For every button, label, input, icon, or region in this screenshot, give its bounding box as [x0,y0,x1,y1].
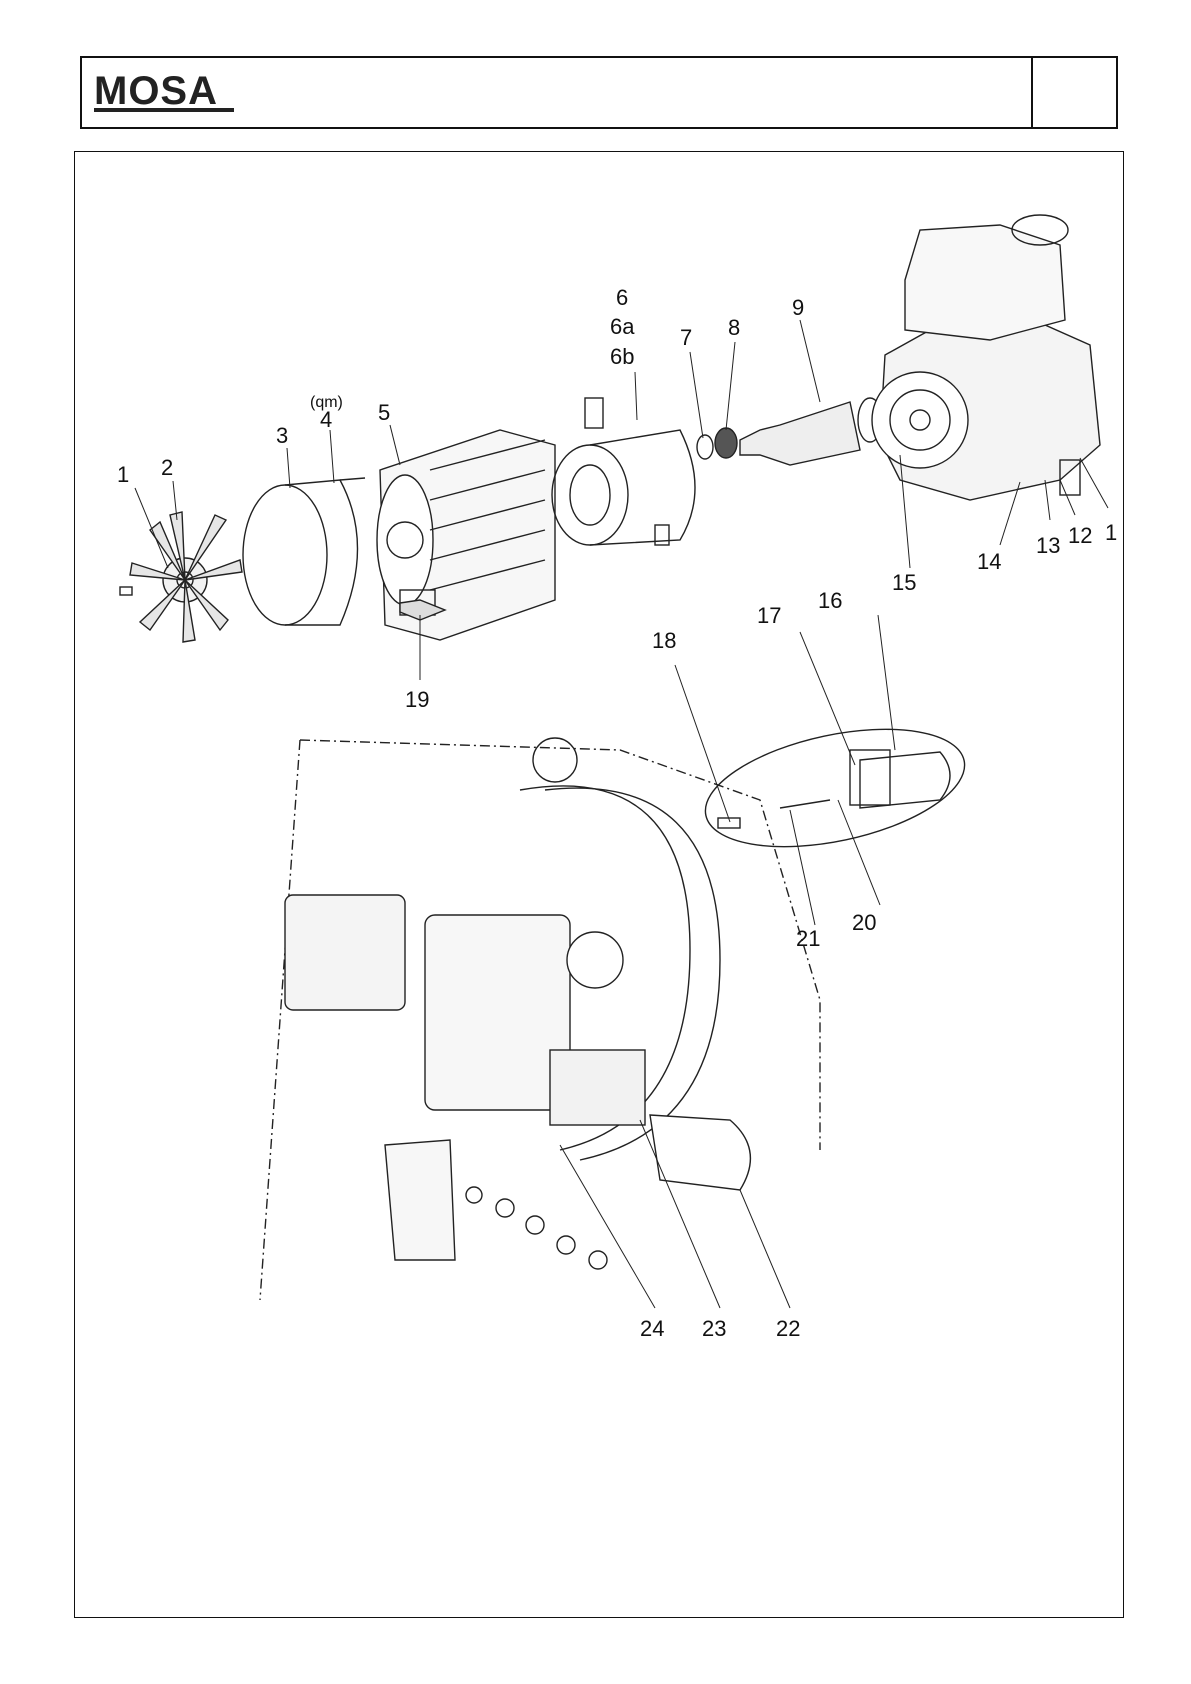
callout-20: 20 [852,910,876,935]
callout-6b: 6b [610,344,634,369]
rotor-drawing [739,397,883,466]
callout-19: 19 [405,687,429,712]
engine-detail-drawing [259,737,821,1301]
logo-text: MOSA [94,69,218,113]
callout-14: 14 [977,549,1001,574]
callout-4: 4 [320,407,332,432]
callout-2: 2 [161,455,173,480]
fan-drawing [119,511,243,643]
callout-7: 7 [680,325,692,350]
callout-6a: 6a [610,314,635,339]
callout-16: 16 [818,588,842,613]
page-header: MOSA [80,56,1118,129]
callout-12: 12 [1068,523,1092,548]
callout-24: 24 [640,1316,664,1341]
callout-1: 1 [117,462,129,487]
bracket-drawing [399,599,447,621]
callout-23: 23 [702,1316,726,1341]
mosa-logo: MOSA [92,64,242,119]
callout-13: 13 [1036,533,1060,558]
callout-8: 8 [728,315,740,340]
leader-lines [134,319,1109,1309]
bearing-drawing [696,427,738,460]
callout-18: 18 [652,628,676,653]
callout-1-engine: 1 [1105,520,1117,545]
callout-labels: 1 2 3 4 (qm) 5 6 6a 6b 7 8 9 1 12 13 14 … [117,285,1117,1341]
engine-drawing [871,214,1101,501]
callout-5: 5 [378,400,390,425]
callout-17: 17 [757,603,781,628]
solenoid-detail-drawing [704,728,966,848]
callout-15: 15 [892,570,916,595]
callout-9: 9 [792,295,804,320]
callout-3: 3 [276,423,288,448]
diagram-frame [74,151,1124,1618]
page-number-cell [1031,58,1116,127]
callout-21: 21 [796,926,820,951]
callout-6: 6 [616,285,628,310]
callout-22: 22 [776,1316,800,1341]
alternator-housing-drawing [551,397,696,546]
cover-ring-drawing [242,477,366,626]
callout-4-note: (qm) [310,394,343,411]
